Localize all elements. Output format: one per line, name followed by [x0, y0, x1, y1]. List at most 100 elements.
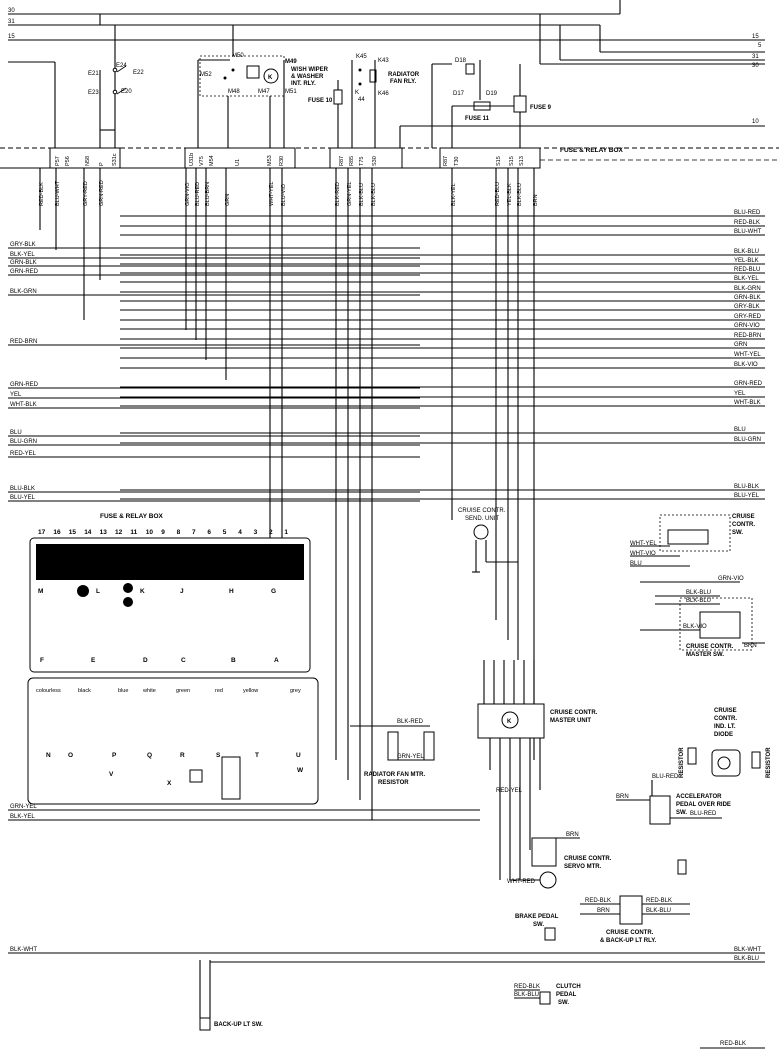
right-wire-label: RED-BLU [734, 267, 760, 273]
wiper-relay-l3: & WASHER [291, 74, 324, 80]
pin-k46: K46 [378, 91, 389, 97]
radfan-relay-l2: FAN RLY. [390, 79, 416, 85]
wire-label-red-blk-rly: RED-BLK [585, 898, 611, 904]
wire-color-label: YEL-BLK [507, 183, 513, 206]
relay-l1: CRUISE CONTR. [606, 930, 654, 936]
brake-l2: SW. [533, 922, 544, 928]
pin-e23: E23 [88, 90, 99, 96]
resistor-label-1: RESISTOR [679, 747, 685, 778]
pin-m51: M51 [285, 89, 297, 95]
relay-color-label: yellow [243, 688, 258, 694]
pin-k43: K43 [378, 58, 389, 64]
wire-color-label: BRN [533, 194, 539, 206]
wire-color-label: BLU-RED [195, 182, 201, 206]
relay-row-letter: U [296, 752, 301, 759]
left-wire-label: GRN-BLK [10, 260, 37, 266]
fuse-number: 7 [192, 529, 196, 536]
svg-text:K: K [507, 719, 512, 725]
right-wire-label: GRY-RED [734, 314, 762, 320]
right-wire-label: BLU [734, 427, 746, 433]
accel-override-sw [616, 780, 722, 875]
wire-label-brn-accel: BRN [616, 794, 629, 800]
cruise-send-unit [472, 524, 518, 573]
ind-l3: IND. LT. [714, 724, 736, 730]
bus-15-label: 15 [8, 34, 15, 40]
right-wire-label: BLU-BLK [734, 484, 759, 490]
wire-label-blk-red-res: BLK-RED [397, 719, 424, 725]
radres-l1: RADIATOR FAN MTR. [364, 772, 425, 778]
right-wire-label: BLK-BLU [734, 249, 759, 255]
fuse-10-label: FUSE 10 [308, 98, 333, 104]
connector-pin: T75 [359, 157, 365, 166]
connector-pin: S13 [519, 156, 525, 166]
left-wire-label: BLK-GRN [10, 289, 37, 295]
fuse-number: 2 [269, 529, 273, 536]
wiper-relay-l1: M49 [285, 59, 297, 65]
master-unit-l1: CRUISE CONTR. [550, 710, 598, 716]
pin-e22: E22 [133, 70, 144, 76]
fuse-number: 5 [223, 529, 227, 536]
fuse-letter-top: M [38, 588, 43, 595]
relay-color-label: white [142, 688, 156, 694]
fuse-relay-box-title: FUSE & RELAY BOX [560, 147, 624, 154]
send-unit-l2: SEND. UNIT [465, 516, 499, 522]
left-wire-label: WHT-BLK [10, 402, 37, 408]
wire-color-label: RED-BLU [495, 182, 501, 206]
fuse-letter-top: K [140, 588, 145, 595]
connector-pin: R87 [339, 156, 345, 166]
pin-e21: E21 [88, 71, 99, 77]
wire-color-label: BLK-BLU [517, 183, 523, 206]
right-wire-label: RED-BRN [734, 333, 761, 339]
relay-row-letter: S [216, 752, 221, 759]
fuse-number: 4 [238, 529, 242, 536]
wiper-relay-l2: W/SH WIPER [291, 67, 329, 73]
right-wire-label: GRN-BLK [734, 295, 761, 301]
pin-m47: M47 [258, 89, 270, 95]
wire-label-grn-yel-res: GRN-YEL [397, 754, 424, 760]
servo-l1: CRUISE CONTR. [564, 856, 612, 862]
fuse-letter-bottom: A [274, 657, 279, 664]
left-wire-labels: GRY-BLKBLK-YELGRN-BLKGRN-REDBLK-GRNRED-B… [8, 242, 480, 954]
connector-pin: P [99, 162, 105, 166]
wire-label-blu-red-accel2: BLU-RED [690, 811, 717, 817]
clutch-l3: SW. [558, 1000, 569, 1006]
left-wire-label: YEL [10, 392, 22, 398]
contr-sw-l3: SW. [732, 530, 743, 536]
master-sw-l2: MASTER SW. [686, 652, 724, 658]
bus-30-label: 30 [8, 8, 15, 14]
wire-label-wht-vio-sw: WHT-VIO [630, 551, 656, 557]
relay-color-label: green [176, 688, 190, 694]
left-wire-label: RED-BRN [10, 339, 37, 345]
accel-l2: PEDAL OVER RIDE [676, 802, 731, 808]
contr-sw-l2: CONTR. [732, 522, 755, 528]
right-wire-label: YEL-BLK [734, 258, 759, 264]
right-wire-label: BLK-YEL [734, 276, 759, 282]
wire-label-red-blk-rly2: RED-BLK [646, 898, 672, 904]
fuse-letter-top: J [180, 588, 184, 595]
backup-lt-sw-label: BACK-UP LT SW. [214, 1022, 263, 1028]
fuse-number: 10 [146, 529, 154, 536]
wire-color-label: BLK-BLU [371, 183, 377, 206]
cruise-master-unit: K [477, 660, 545, 880]
connector-pin: S15 [496, 156, 502, 166]
wire-label-wht-yel-sw: WHT-YEL [630, 541, 657, 547]
pin-m50: M50 [232, 53, 244, 59]
bus-15-right-label: 15 [752, 34, 759, 40]
wire-label-wht-red-mu: WHT-RED [507, 879, 536, 885]
relay-color-label: blue [118, 688, 128, 694]
wiper-relay-l4: INT. RLY. [291, 81, 316, 87]
pin-k: K [355, 90, 359, 96]
clutch-l2: PEDAL [556, 992, 577, 998]
contr-sw-l1: CRUISE [732, 514, 755, 520]
pin-d17: D17 [453, 91, 465, 97]
fuse-11-label: FUSE 11 [465, 116, 490, 122]
accel-l1: ACCELERATOR [676, 794, 722, 800]
right-wire-label: BLK-GRN [734, 286, 761, 292]
wire-color-label: BLU-BRN [205, 182, 211, 206]
connector-pin: S30 [372, 156, 378, 166]
relay-row-letter: T [255, 752, 259, 759]
relay-row-letter: N [46, 752, 51, 759]
